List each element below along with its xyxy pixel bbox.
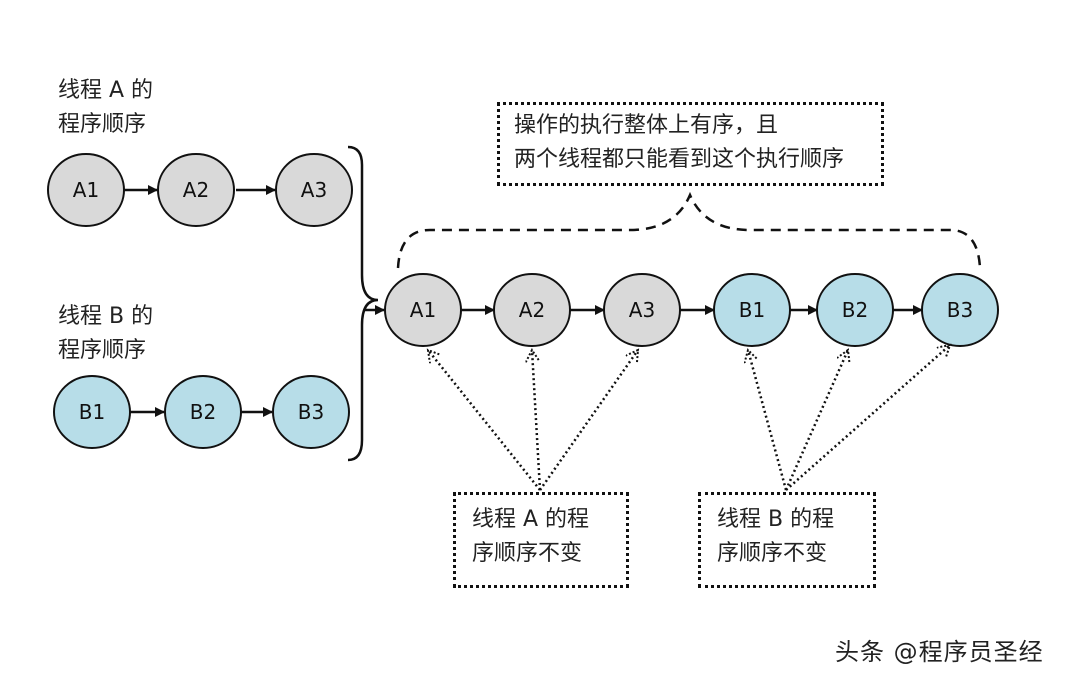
thread-b-label-line2: 程序顺序	[58, 338, 147, 363]
note-b-line2: 序顺序不变	[717, 541, 828, 566]
thread-a-node-a2-label: A2	[183, 178, 209, 202]
thread-a-node-a2-circle	[157, 153, 235, 227]
note-b-pointer-b2	[784, 350, 848, 491]
note-a-box: 线程 A 的程 序顺序不变	[453, 492, 629, 588]
thread-b-label: 线程 B 的 程序顺序	[58, 300, 153, 368]
merged-node-a3-label: A3	[629, 298, 655, 322]
top-note-line2: 两个线程都只能看到这个执行顺序	[514, 147, 845, 172]
thread-a-label-line1: 线程 A 的	[58, 78, 154, 103]
note-b-box: 线程 B 的程 序顺序不变	[698, 492, 876, 588]
note-a-pointer-a2	[532, 350, 542, 491]
thread-b-label-line1: 线程 B 的	[58, 304, 154, 329]
thread-a-node-a3-circle	[275, 153, 353, 227]
thread-b-node-b1-label: B1	[79, 400, 105, 424]
thread-a-node-a3-label: A3	[301, 178, 327, 202]
merged-node-a1-label: A1	[410, 298, 436, 322]
top-note-box: 操作的执行整体上有序，且 两个线程都只能看到这个执行顺序	[497, 102, 884, 186]
merged-node-a2-label: A2	[519, 298, 545, 322]
note-a-line1: 线程 A 的程	[472, 507, 590, 532]
note-a-pointer-a1	[428, 350, 541, 491]
thread-b-node-b2-label: B2	[190, 400, 216, 424]
note-a-pointer-a3	[538, 350, 638, 491]
thread-a-label-line2: 程序顺序	[58, 112, 147, 137]
thread-a-label: 线程 A 的 程序顺序	[58, 74, 153, 142]
thread-a-node-a1-label: A1	[73, 178, 99, 202]
merged-node-b2-label: B2	[842, 298, 868, 322]
merge-brace	[347, 145, 379, 462]
watermark: 头条 @程序员圣经	[835, 638, 1044, 666]
thread-b-node-b3-label: B3	[298, 400, 324, 424]
note-b-line1: 线程 B 的程	[717, 507, 835, 532]
note-a-line2: 序顺序不变	[472, 541, 583, 566]
note-b-pointer-b3	[785, 345, 950, 491]
top-note-line1: 操作的执行整体上有序，且	[514, 113, 779, 138]
dashed-bracket	[396, 191, 982, 269]
merged-node-b3-label: B3	[947, 298, 973, 322]
merged-node-b1-label: B1	[739, 298, 765, 322]
note-b-pointer-b1	[748, 350, 788, 491]
thread-b-node-b3-circle	[272, 375, 350, 449]
